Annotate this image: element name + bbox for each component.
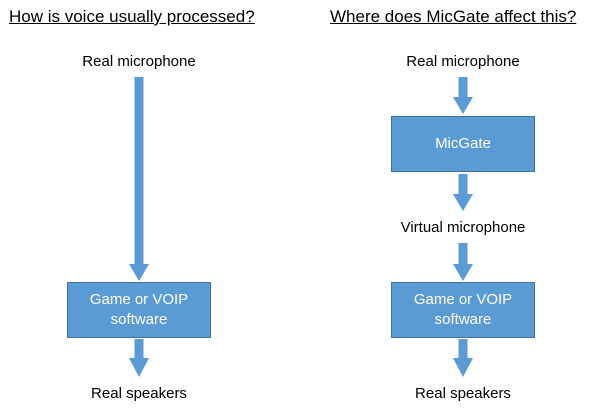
left-game-voip-software-box: Game or VOIP software [67, 282, 211, 338]
arrow-mic-to-micgate [453, 77, 473, 114]
arrow-virtual-to-software [453, 243, 473, 281]
arrow-software-to-speakers-right [453, 339, 473, 377]
arrow-software-to-speakers-left [129, 339, 149, 377]
right-game-voip-software-box: Game or VOIP software [391, 282, 535, 338]
left-real-microphone-label: Real microphone [82, 53, 196, 70]
right-panel-heading: Where does MicGate affect this? [330, 7, 577, 26]
arrow-micgate-to-virtual [453, 174, 473, 211]
left-software-box-line2: software [110, 311, 168, 328]
left-software-box-line1: Game or VOIP [89, 291, 189, 308]
right-real-microphone-label: Real microphone [406, 53, 520, 70]
right-real-speakers-label: Real speakers [415, 385, 511, 402]
arrow-mic-to-software-left [129, 77, 149, 281]
micgate-box-label: MicGate [435, 135, 491, 152]
micgate-box: MicGate [391, 116, 535, 172]
left-real-speakers-label: Real speakers [91, 385, 187, 402]
virtual-microphone-label: Virtual microphone [400, 219, 526, 236]
right-software-box-line2: software [434, 311, 492, 328]
right-software-box-line1: Game or VOIP [413, 291, 513, 308]
left-panel-heading: How is voice usually processed? [9, 7, 255, 26]
